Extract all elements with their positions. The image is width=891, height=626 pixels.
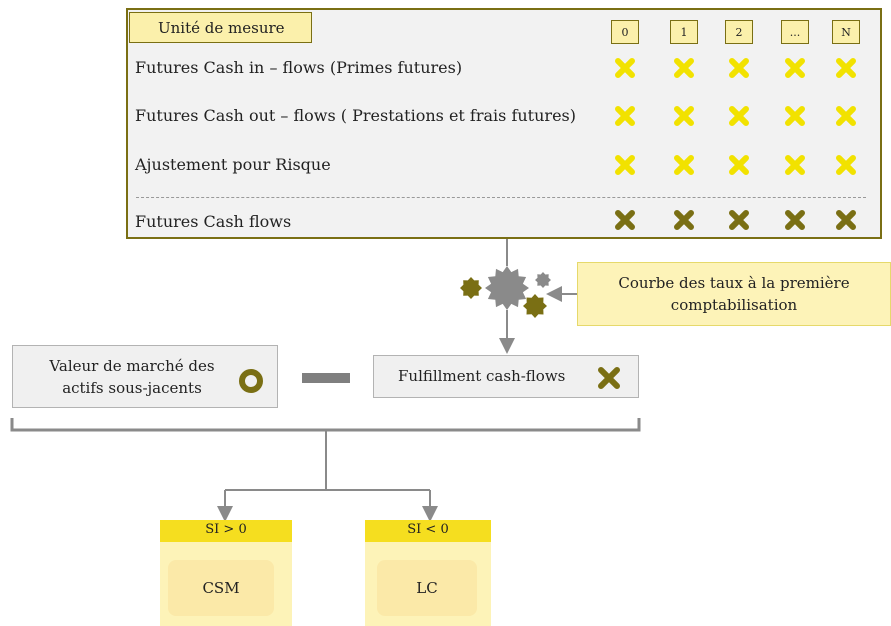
branch-condition-positive: SI > 0 — [160, 520, 292, 542]
branch-card-positive: SI > 0 CSM — [160, 520, 292, 626]
x-mark-icon — [836, 155, 856, 175]
branch-condition-negative: SI < 0 — [365, 520, 491, 542]
x-mark-icon — [785, 155, 805, 175]
row-label-cash-out: Futures Cash out – flows ( Prestations e… — [135, 106, 576, 125]
column-header-2: 2 — [725, 20, 753, 44]
row-label-cash-in: Futures Cash in – flows (Primes futures) — [135, 58, 463, 77]
fulfillment-box: Fulfillment cash-flows — [373, 355, 639, 398]
x-mark-icon — [729, 210, 749, 230]
x-icon — [598, 367, 620, 389]
x-mark-icon — [615, 106, 635, 126]
column-header-0: 0 — [611, 20, 639, 44]
circle-icon — [239, 369, 263, 393]
market-value-line2: actifs sous-jacents — [62, 379, 202, 397]
x-mark-icon — [729, 106, 749, 126]
unit-label: Unité de mesure — [129, 12, 312, 43]
csm-box: CSM — [168, 560, 274, 616]
x-mark-icon — [729, 58, 749, 78]
x-mark-icon — [836, 210, 856, 230]
x-mark-icon — [674, 155, 694, 175]
branch-card-negative: SI < 0 LC — [365, 520, 491, 626]
x-mark-icon — [674, 210, 694, 230]
x-mark-icon — [615, 58, 635, 78]
x-mark-icon — [674, 58, 694, 78]
rate-curve-label-line1: Courbe des taux à la première — [618, 274, 850, 292]
x-mark-icon — [785, 106, 805, 126]
row-label-total: Futures Cash flows — [135, 212, 292, 231]
minus-operator — [302, 373, 350, 383]
x-mark-icon — [674, 106, 694, 126]
bracket — [10, 418, 641, 432]
gears-icon — [460, 266, 551, 318]
x-mark-icon — [729, 155, 749, 175]
x-mark-icon — [615, 210, 635, 230]
market-value-line1: Valeur de marché des — [49, 357, 215, 375]
x-mark-icon — [785, 58, 805, 78]
fulfillment-label: Fulfillment cash-flows — [398, 367, 566, 385]
rate-curve-box: Courbe des taux à la première comptabili… — [577, 262, 891, 326]
divider — [136, 197, 866, 198]
column-header-n: N — [832, 20, 860, 44]
column-header-1: 1 — [670, 20, 698, 44]
market-value-box: Valeur de marché des actifs sous-jacents — [12, 345, 278, 408]
column-header-ellipsis: ... — [781, 20, 809, 44]
rate-curve-label-line2: comptabilisation — [670, 296, 798, 314]
x-mark-icon — [615, 155, 635, 175]
x-mark-icon — [836, 106, 856, 126]
x-mark-icon — [836, 58, 856, 78]
lc-box: LC — [377, 560, 477, 616]
row-label-risk-adjustment: Ajustement pour Risque — [135, 155, 331, 174]
cash-flow-table — [126, 8, 882, 239]
x-mark-icon — [785, 210, 805, 230]
